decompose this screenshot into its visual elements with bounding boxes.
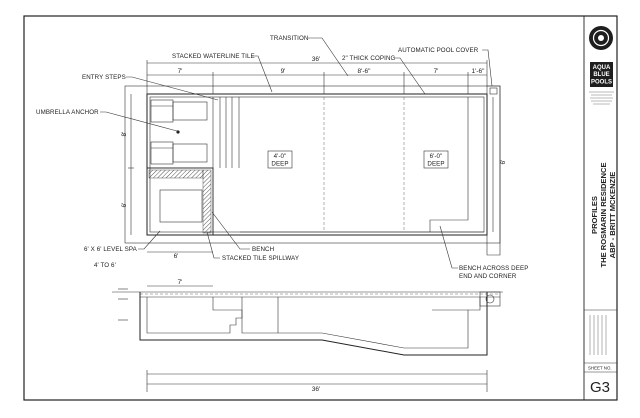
shallow-depth-value: 4'-0"	[274, 153, 287, 160]
spa-waterline-tile	[148, 169, 204, 179]
callout-pool-cover: AUTOMATIC POOL COVER	[398, 47, 479, 54]
cover-box-section	[479, 291, 501, 307]
callout-spa: 6' X 6' LEVEL SPA	[84, 246, 138, 253]
plan-seg-3-dim: 8'-6"	[358, 68, 372, 75]
plan-total-dim: 36'	[312, 56, 320, 63]
spa-spillway	[202, 169, 212, 234]
brand-line-2: BLUE	[593, 72, 609, 78]
section-profile	[139, 292, 488, 356]
section-total-dim: 36'	[312, 386, 320, 393]
plan-left-1-dim: 8'	[121, 132, 128, 137]
callout-umbrella-anchor: UMBRELLA ANCHOR	[36, 109, 99, 116]
cover-box	[486, 85, 501, 256]
brand-line-3: POOLS	[591, 80, 612, 86]
sheet-title-2: THE ROSMARIN RESIDENCE	[599, 162, 608, 267]
shallow-depth-label: DEEP	[271, 161, 288, 168]
sheet-no-label: SHEET NO.	[588, 366, 612, 371]
shallow-depth-box	[267, 150, 293, 169]
title-block: AQUA BLUE POOLS PROFILES THE ROSMARIN RE…	[583, 16, 617, 400]
section-top-dim: 7'	[178, 279, 183, 286]
sheet-title-1: PROFILES	[590, 196, 599, 234]
plan-right-dim: 6'	[500, 160, 507, 165]
callout-spillway: STACKED TILE SPILLWAY	[222, 255, 299, 262]
pool-outline	[146, 93, 488, 236]
sheet-number: G3	[590, 379, 610, 396]
lounger	[150, 141, 208, 165]
callout-deep-bench-1: BENCH ACROSS DEEP	[459, 265, 528, 272]
spa-seat	[159, 189, 203, 223]
brand-logo	[590, 62, 613, 87]
revision-lines	[589, 315, 607, 355]
plan-left-2-dim: 6'	[121, 203, 128, 208]
callout-bench: BENCH	[252, 246, 274, 253]
callout-deep-bench-2: END AND CORNER	[459, 273, 517, 280]
section-view: 7' 36'	[112, 279, 503, 393]
plan-seg-1-dim: 7'	[178, 68, 183, 75]
spa-outline	[146, 167, 214, 236]
spa-section	[146, 297, 243, 334]
cover-roller	[485, 294, 495, 304]
callout-transition: TRANSITION	[270, 35, 308, 42]
callout-spa-depth: 4' TO 6'	[94, 262, 116, 269]
callout-entry-steps: ENTRY STEPS	[82, 74, 126, 81]
plan-seg-5-dim: 1'-6"	[472, 68, 486, 75]
cover-mechanism	[489, 87, 498, 95]
callout-coping: 2" THICK COPING	[342, 55, 396, 62]
brand-line-1: AQUA	[593, 65, 611, 71]
umbrella-anchor-marker	[176, 130, 180, 134]
plan-seg-4-dim: 7'	[434, 68, 439, 75]
deep-depth-label: DEEP	[427, 161, 444, 168]
plan-seg-2-dim: 9'	[281, 68, 286, 75]
lounger	[150, 99, 208, 123]
plan-view: 4'-0" DEEP 6'-0" DEEP 36' 7' 9' 8'-6" 7'…	[121, 56, 507, 260]
callout-waterline-tile: STACKED WATERLINE TILE	[172, 53, 255, 60]
company-info-lines	[589, 91, 614, 105]
deep-bench	[429, 97, 469, 232]
pool-floor	[241, 297, 481, 349]
spa-width-dim: 6'	[174, 253, 179, 260]
sheet-border	[23, 15, 618, 401]
callouts: TRANSITION STACKED WATERLINE TILE 2" THI…	[36, 35, 528, 280]
deep-depth-box	[423, 150, 449, 169]
sheet-title-3: ABP - BRITT MCKENZIE	[608, 172, 617, 259]
deep-depth-value: 6'-0"	[430, 153, 443, 160]
